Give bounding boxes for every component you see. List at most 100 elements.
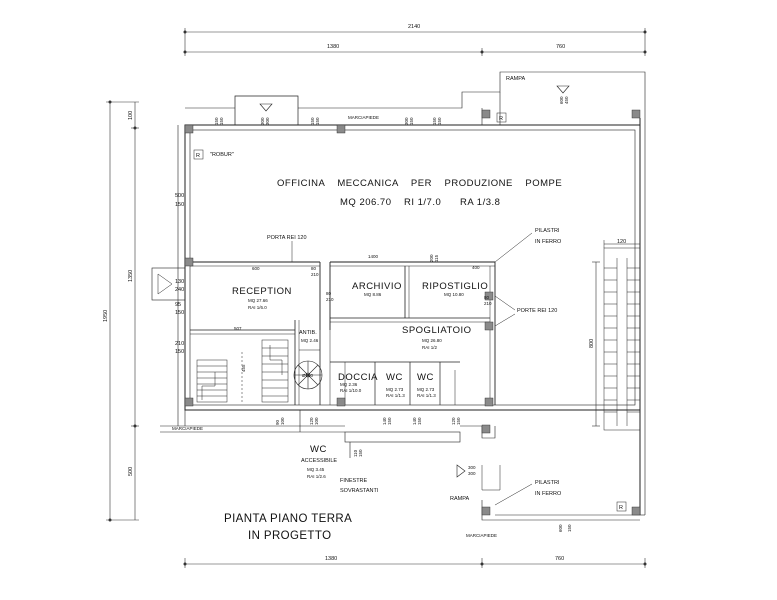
window-size-a: 150: [214, 117, 219, 125]
dim-left-upper: 1350: [128, 270, 134, 282]
dim-left-lower: 500: [128, 467, 134, 476]
dim-wall-150c: 150: [175, 349, 184, 355]
room-reception-area: MQ 27.66: [248, 298, 268, 303]
stairs-right: [603, 240, 641, 431]
r-marker-2: R: [499, 116, 503, 122]
window-size-a: 80: [484, 295, 490, 300]
dim-507: 507: [234, 326, 242, 331]
r-marker-1: R: [196, 153, 200, 159]
room-wc-acc-name: WC: [310, 444, 327, 455]
finestre-label-1: FINESTRE: [340, 478, 368, 484]
dim-400: 400: [472, 265, 480, 270]
dim-600: 600: [252, 266, 260, 271]
pillars: [184, 109, 641, 516]
level-triangles: [259, 85, 570, 478]
drawing-title-line2: IN PROGETTO: [248, 530, 331, 542]
dim-right-800: 800: [589, 339, 595, 348]
window-size-a: 80: [311, 266, 317, 271]
room-reception-ra: RAI 1/6.0: [248, 305, 267, 310]
room-wc-acc-ra: RAI 1/2.6: [307, 474, 326, 479]
window-size-b: 150: [417, 417, 422, 425]
room-wc2-name: WC: [417, 372, 434, 383]
room-officina-ra: RA 1/3.8: [460, 197, 500, 208]
window-size-b: 210: [311, 272, 319, 277]
window-size-a: 90: [275, 419, 280, 425]
window-size-a: 150: [432, 117, 437, 125]
window-size-b: 150: [358, 449, 363, 457]
window-size-b: 300: [265, 117, 270, 125]
room-wc-acc-area: MQ 3.45: [307, 467, 325, 472]
pilastri-top-label-2: IN FERRO: [535, 239, 562, 245]
right-800-dim: [592, 261, 600, 427]
room-wc1-name: WC: [386, 372, 403, 383]
room-wc1-ra: RAI 1/1.3: [386, 393, 405, 398]
window-size-a: 200: [429, 254, 434, 262]
room-antib-name: ANTIB.: [299, 330, 317, 336]
room-ripostiglio-name: RIPOSTIGLIO: [422, 281, 488, 292]
dim-455: 455: [241, 364, 246, 372]
pilastri-top-label-1: PILASTRI: [535, 228, 560, 234]
window-size-b: 450: [564, 96, 569, 104]
room-ripostiglio-area: MQ 10.80: [444, 292, 464, 297]
dim-wall-150b: 150: [175, 310, 184, 316]
window-size-a: 150: [310, 117, 315, 125]
stairs-reception: [196, 339, 289, 403]
room-doccia-name: DOCCIA: [338, 372, 378, 383]
window-sizes: 150 150 300 300 150 150 300 150 150 150 …: [214, 96, 572, 532]
window-size-b: 100: [314, 417, 319, 425]
porta-rei-label: PORTA REI 120: [267, 235, 307, 241]
window-size-b: 150: [567, 524, 572, 532]
room-antib-area: MQ 2.46: [301, 338, 319, 343]
window-size-a: 300: [404, 117, 409, 125]
r-markers: [193, 112, 627, 512]
spiral-diameter-label: Ø150: [302, 373, 314, 378]
left-dimension-lines: [106, 100, 139, 522]
room-archivio-area: MQ 8.86: [364, 292, 382, 297]
dim-top-total: 2140: [408, 24, 420, 30]
marciapiede-bottom-label: MARCIAPIEDE: [466, 533, 497, 538]
room-officina-area: MQ 206.70: [340, 197, 392, 208]
window-size-b: 150: [456, 417, 461, 425]
window-size-b: 150: [409, 117, 414, 125]
window-size-b: 100: [280, 417, 285, 425]
window-size-b: 210: [326, 297, 334, 302]
room-spogliatoio-name: SPOGLIATOIO: [402, 325, 472, 336]
rampa-top-label: RAMPA: [506, 76, 525, 82]
dim-left-total: 1950: [103, 310, 109, 322]
dim-top-left: 1380: [327, 44, 339, 50]
porte-rei-right-label: PORTE REI 120: [517, 308, 557, 314]
window-size-b: 115: [434, 254, 439, 262]
room-doccia-ra: RAI 1/10.0: [340, 388, 362, 393]
window-size-b: 150: [219, 117, 224, 125]
room-officina-ri: RI 1/7.0: [404, 197, 441, 208]
window-size-a: 300: [468, 465, 476, 470]
building-walls: [151, 71, 646, 521]
bottom-dimension-lines: [183, 558, 647, 568]
spiral-stair: [293, 360, 323, 390]
pilastri-bottom-label-1: PILASTRI: [535, 480, 560, 486]
drawing-title-line1: PIANTA PIANO TERRA: [224, 513, 352, 525]
dim-wall-500: 500: [175, 193, 184, 199]
room-spogliatoio-ra: RAI 1/2: [422, 345, 438, 350]
dim-wall-130: 130: [175, 279, 184, 285]
window-size-b: 210: [484, 301, 492, 306]
dim-bottom-left: 1380: [325, 556, 337, 562]
room-archivio-name: ARCHIVIO: [352, 281, 402, 292]
marciapiede-top-label: MARCIAPIEDE: [348, 115, 379, 120]
window-size-b: 150: [387, 417, 392, 425]
room-wc2-area: MQ 2.73: [417, 387, 435, 392]
r-marker-3: R: [619, 505, 623, 511]
finestre-label-2: SOVRASTANTI: [340, 488, 379, 494]
dim-wall-240: 240: [175, 287, 184, 293]
interior-walls: [190, 261, 496, 405]
room-wc1-area: MQ 2.73: [386, 387, 404, 392]
window-size-a: 140: [382, 417, 387, 425]
room-reception-name: RECEPTION: [232, 286, 292, 297]
dim-wall-150a: 150: [175, 202, 184, 208]
dim-wall-210: 210: [175, 341, 184, 347]
window-size-a: 80: [326, 291, 332, 296]
dim-bottom-right: 760: [555, 556, 564, 562]
marciapiede-left-label: MARCIAPIEDE: [172, 426, 203, 431]
rampa-bottom-label: RAMPA: [450, 496, 469, 502]
